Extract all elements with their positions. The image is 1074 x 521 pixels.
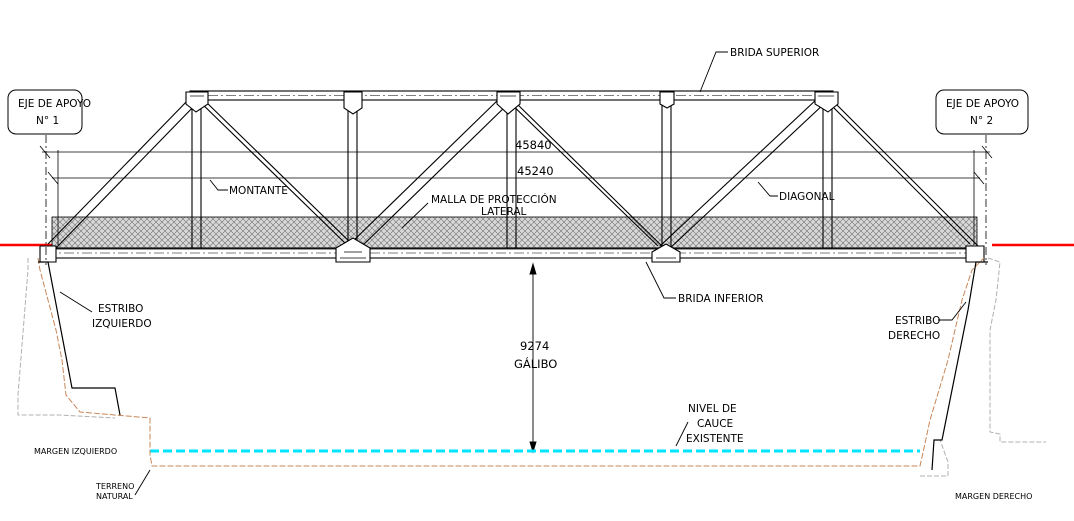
apoyo-1-line1: EJE DE APOYO	[18, 98, 91, 110]
bottom-chord	[45, 247, 982, 259]
clearance-label: GÁLIBO	[514, 356, 557, 371]
clearance-value: 9274	[520, 339, 549, 353]
dim-span-length: 45240	[517, 164, 554, 178]
terrain-profile	[37, 257, 985, 467]
label-estribo-der-line2: DERECHO	[888, 330, 940, 342]
apoyo-2-line2: N° 2	[970, 115, 993, 127]
label-terreno-line1: TERRENO	[95, 482, 134, 491]
clearance-dimension	[529, 262, 537, 454]
label-estribo-izq-line2: IZQUIERDO	[92, 318, 152, 330]
label-nivel-line3: EXISTENTE	[686, 433, 744, 445]
label-estribo-der-line1: ESTRIBO	[895, 315, 940, 327]
label-nivel-line1: NIVEL DE	[688, 403, 737, 415]
gusset-hatching	[190, 95, 834, 259]
protection-mesh	[51, 216, 978, 250]
support-axes	[45, 135, 987, 265]
label-brida-superior: BRIDA SUPERIOR	[730, 47, 819, 59]
leader-lines	[59, 51, 967, 496]
label-malla-line1: MALLA DE PROTECCIÓN	[431, 193, 557, 206]
apoyo-1-line2: N° 1	[36, 115, 59, 127]
apoyo-1-box	[7, 89, 83, 135]
label-montante: MONTANTE	[229, 185, 288, 197]
apoyo-2-box	[935, 89, 1029, 135]
abutment-right	[931, 261, 988, 471]
label-malla-line2: LATERAL	[481, 206, 527, 218]
label-terreno-line2: NATURAL	[96, 492, 133, 501]
abutment-left	[38, 261, 121, 416]
label-margen-izquierdo: MARGEN IZQUIERDO	[34, 447, 117, 456]
ground-outline	[17, 257, 1046, 477]
dimension-lines	[39, 145, 993, 245]
diagonals	[47, 97, 981, 251]
label-margen-derecho: MARGEN DERECHO	[955, 492, 1032, 501]
apoyo-2-line1: EJE DE APOYO	[946, 98, 1019, 110]
label-brida-inferior: BRIDA INFERIOR	[678, 293, 764, 305]
label-estribo-izq-line1: ESTRIBO	[98, 303, 143, 315]
label-diagonal: DIAGONAL	[779, 191, 835, 203]
dim-total-length: 45840	[515, 138, 552, 152]
gusset-plates	[39, 91, 985, 263]
label-nivel-line2: CAUCE	[697, 418, 733, 430]
